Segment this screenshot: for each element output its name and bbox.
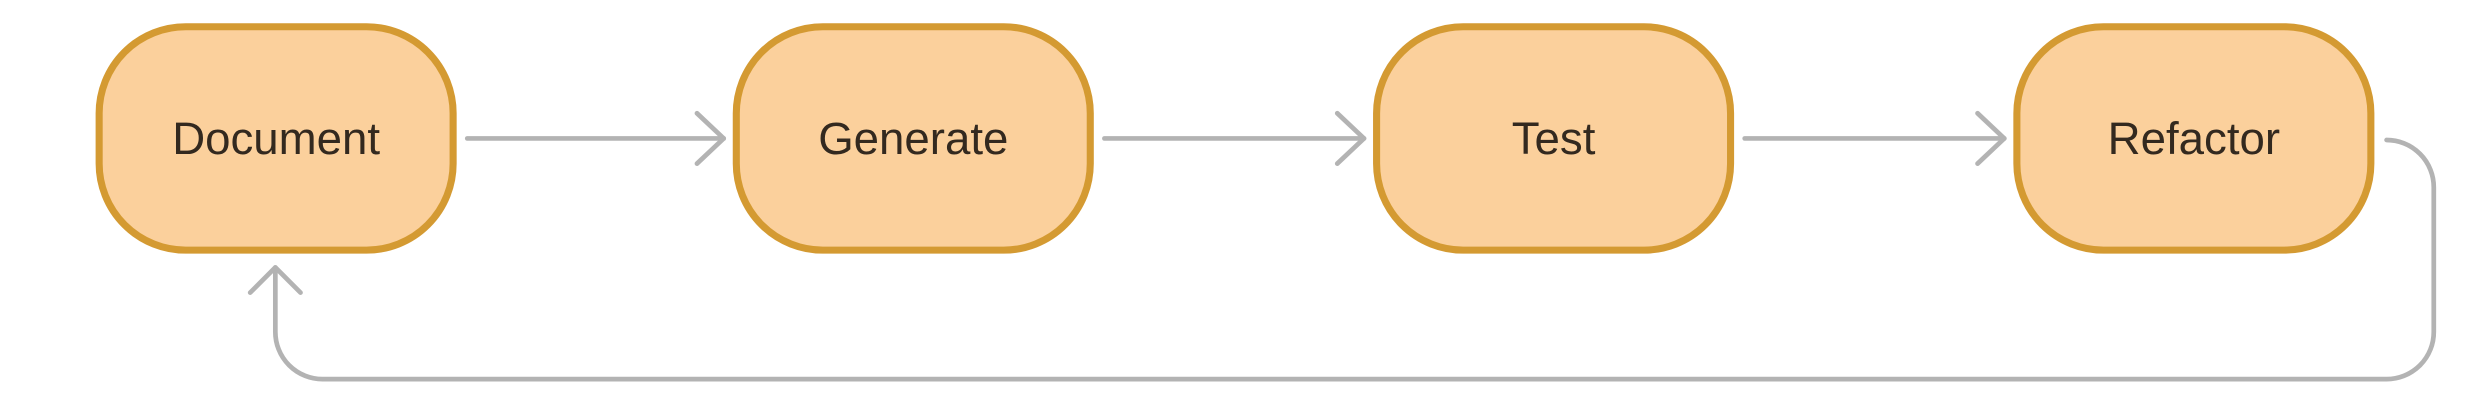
node-document: Document [95, 23, 457, 254]
arrowhead-right-icon [1975, 110, 2007, 166]
edge-refactor-to-document [247, 137, 2437, 382]
node-box [1373, 23, 1735, 254]
arrowhead-right-icon [1334, 110, 1367, 166]
edge-generate-to-test [1102, 110, 1367, 166]
edge-test-to-refactor [1742, 110, 2007, 166]
node-box [732, 23, 1094, 254]
node-label: Test [1512, 113, 1596, 164]
edge-document-to-generate [464, 110, 727, 166]
edge-line [272, 137, 2437, 382]
node-label: Refactor [2108, 113, 2280, 164]
node-generate: Generate [732, 23, 1094, 254]
node-test: Test [1373, 23, 1735, 254]
node-refactor: Refactor [2013, 23, 2375, 254]
arrowhead-right-icon [694, 110, 727, 166]
node-box [95, 23, 457, 254]
node-label: Document [172, 113, 380, 164]
node-box [2013, 23, 2375, 254]
arrowhead-up-icon [247, 265, 303, 295]
node-label: Generate [818, 113, 1008, 164]
